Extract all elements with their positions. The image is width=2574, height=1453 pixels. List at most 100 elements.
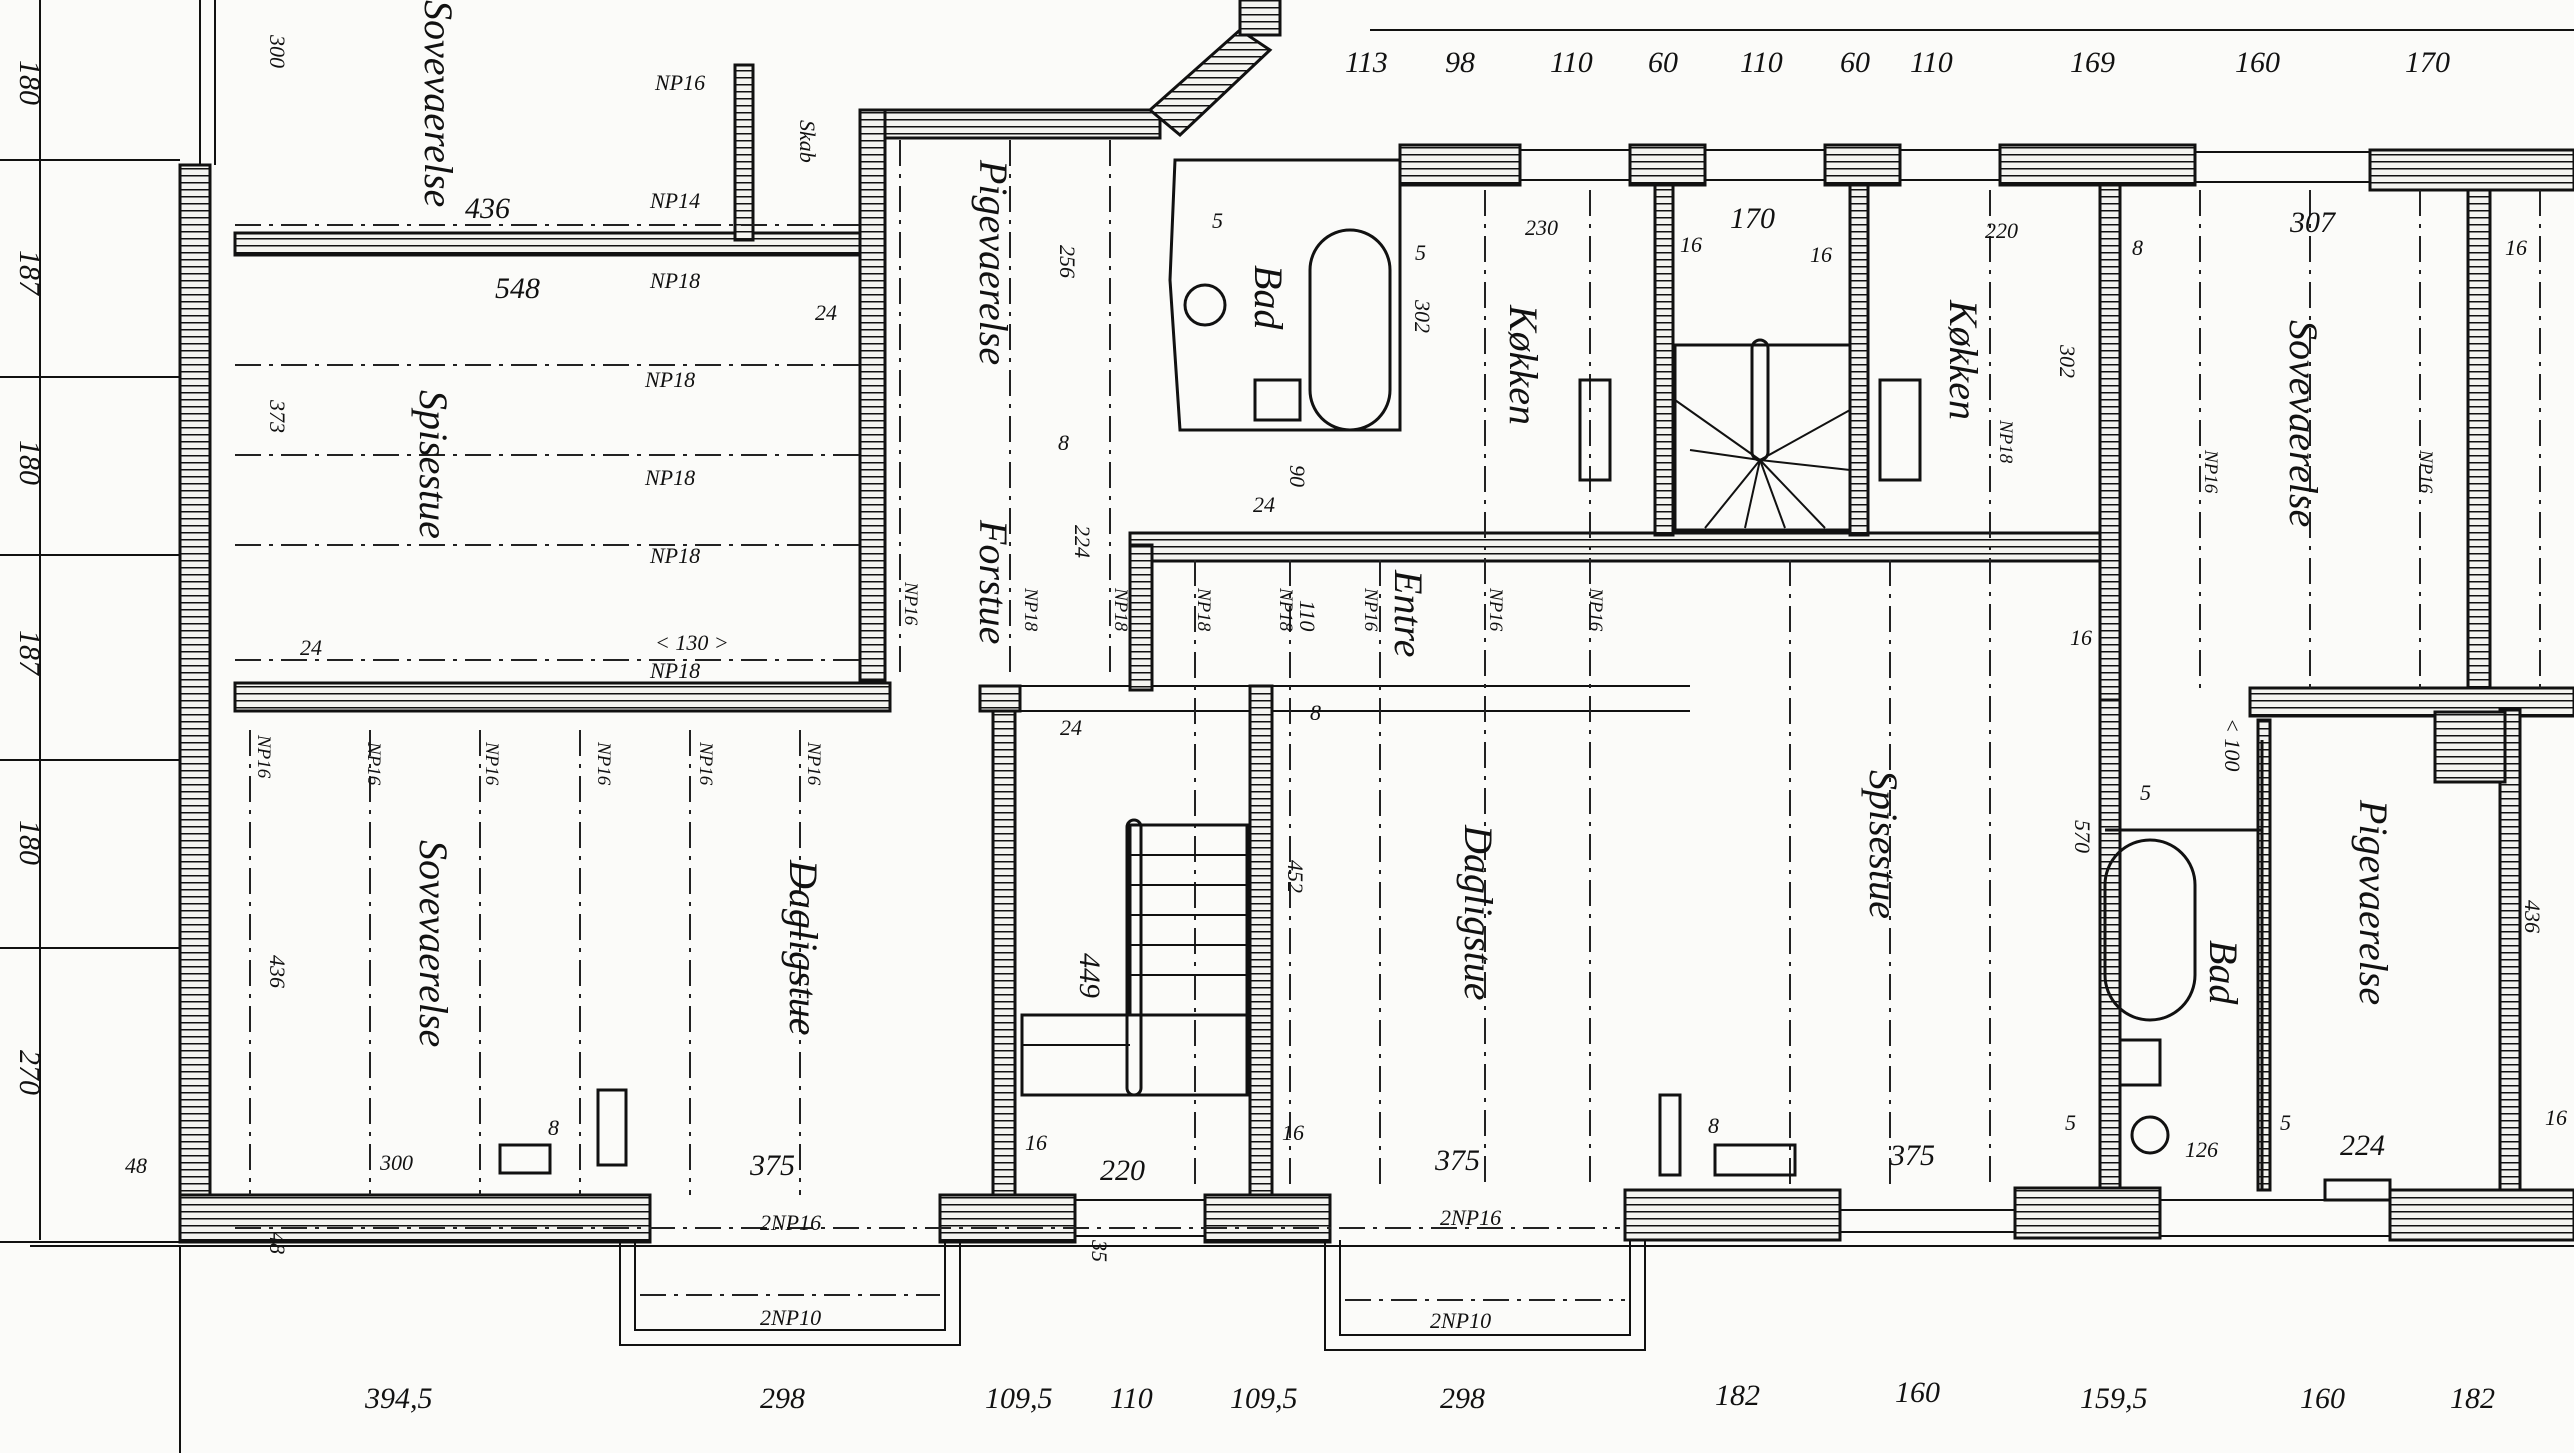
dim-16-e: 16 xyxy=(1282,1120,1304,1145)
beam-2np10-b: 2NP10 xyxy=(1430,1308,1491,1333)
dim-436-top: 436 xyxy=(465,192,510,225)
room-skab: Skab xyxy=(795,120,820,163)
wall-bad-left xyxy=(2098,698,2122,1202)
wall-stair-top-left xyxy=(1653,183,1675,537)
beam-2np16-a: 2NP16 xyxy=(760,1210,821,1235)
wall-middle-center xyxy=(978,684,1022,713)
beam-np16-m: NP16 xyxy=(2415,449,2436,494)
outer-wall-bottom-d xyxy=(1623,1188,1842,1242)
beam-np16-k: NP16 xyxy=(1585,587,1606,632)
bottom-dim-10: 160 xyxy=(2300,1382,2345,1415)
room-sovevaerelse-bottom: Sovevaerelse xyxy=(411,840,456,1047)
outer-wall-bottom-a xyxy=(178,1193,652,1244)
dim-548: 548 xyxy=(495,272,540,305)
walls xyxy=(178,0,2574,1244)
dim-436-bottom: 436 xyxy=(265,955,290,988)
dim-8-a: 8 xyxy=(1058,430,1069,455)
top-dimension-labels: 113 98 110 60 110 60 110 169 160 170 xyxy=(1345,46,2450,79)
room-dagligstue-right: Dagligstue xyxy=(1456,824,1501,1001)
top-dim-10: 170 xyxy=(2405,46,2450,79)
beam-np16-g: NP16 xyxy=(803,741,824,786)
room-sovevaerelse-right: Sovevaerelse xyxy=(2281,320,2326,527)
dim-100: < 100 xyxy=(2220,718,2245,771)
left-dimension-labels: 180 187 180 187 180 270 xyxy=(13,60,46,1095)
outer-wall-top-e xyxy=(2368,148,2574,192)
beam-np18-c: NP18 xyxy=(644,465,695,490)
outer-wall-bottom-c xyxy=(1203,1193,1332,1244)
beam-np18-i: NP18 xyxy=(1275,587,1296,632)
beam-np16-j: NP16 xyxy=(1485,587,1506,632)
dim-256: 256 xyxy=(1055,245,1080,278)
dim-110-entre: 110 xyxy=(1295,600,1320,631)
top-dim-8: 169 xyxy=(2070,46,2115,79)
wall-middle-right xyxy=(2248,686,2574,718)
dim-5-e: 5 xyxy=(2280,1110,2291,1135)
outer-wall-top-c xyxy=(1823,143,1902,187)
outer-wall-top-d xyxy=(1998,143,2197,187)
wall-skab-vertical xyxy=(733,63,755,242)
dim-16-c: 16 xyxy=(2505,235,2527,260)
beam-2np10-a: 2NP10 xyxy=(760,1305,821,1330)
bottom-dim-1: 394,5 xyxy=(364,1382,433,1415)
wall-middle-left xyxy=(233,681,892,713)
beam-np16-d: NP16 xyxy=(481,741,502,786)
wall-pige-vertical-left xyxy=(858,108,887,682)
wall-stair-top-right xyxy=(1848,183,1870,537)
beam-np16-b: NP16 xyxy=(253,734,274,779)
dim-8-b: 8 xyxy=(2132,235,2143,260)
dim-24-b: 24 xyxy=(300,635,322,660)
wall-stairwell-right xyxy=(1248,684,1274,1203)
room-entre: Entre xyxy=(1386,569,1431,657)
dim-5-d: 5 xyxy=(2065,1110,2076,1135)
room-labels: Sovevaerelse Skab Spisestue Pigevaerelse… xyxy=(411,0,2396,1047)
wall-kitchen-line xyxy=(1128,531,2122,563)
room-bad-right: Bad xyxy=(2201,940,2246,1005)
dim-24-a: 24 xyxy=(815,300,837,325)
dim-170: 170 xyxy=(1730,202,1775,235)
dim-48-b: 48 xyxy=(265,1232,290,1254)
beam-np18-e: NP18 xyxy=(649,658,700,683)
dim-130: < 130 > xyxy=(655,630,729,655)
bay-windows xyxy=(619,1240,1646,1351)
fixtures xyxy=(498,158,2392,1202)
dim-220-top: 220 xyxy=(1985,218,2018,243)
dim-16-a: 16 xyxy=(1680,232,1702,257)
dim-16-g: 16 xyxy=(2545,1105,2567,1130)
top-dim-1: 113 xyxy=(1345,46,1388,79)
dim-302-a: 302 xyxy=(1410,299,1435,333)
left-dim-1: 180 xyxy=(13,60,46,105)
top-dim-7: 110 xyxy=(1910,46,1953,79)
wall-top-pige xyxy=(858,108,1162,140)
bottom-dim-4: 110 xyxy=(1110,1382,1153,1415)
top-dim-9: 160 xyxy=(2235,46,2280,79)
outer-wall-bottom-f xyxy=(2388,1188,2574,1242)
dim-8-e: 8 xyxy=(1708,1113,1719,1138)
beam-np18-a: NP18 xyxy=(649,268,700,293)
room-bad-top: Bad xyxy=(1246,265,1291,330)
dim-449: 449 xyxy=(1073,953,1106,998)
beam-np18-b: NP18 xyxy=(644,367,695,392)
wall-stairwell-left xyxy=(991,709,1017,1203)
bottom-dim-2: 298 xyxy=(760,1382,805,1415)
room-forstue: Forstue xyxy=(971,519,1016,644)
outer-wall-bottom-b xyxy=(938,1193,1077,1244)
left-dim-2: 187 xyxy=(13,250,46,297)
wall-bad-right xyxy=(2256,718,2272,1192)
top-dim-5: 110 xyxy=(1740,46,1783,79)
bottom-dim-5: 109,5 xyxy=(1230,1382,1298,1415)
bottom-dim-7: 182 xyxy=(1715,1379,1760,1412)
wall-skab xyxy=(233,231,862,257)
dim-90: 90 xyxy=(1285,465,1310,487)
beam-np16-e: NP16 xyxy=(593,741,614,786)
dim-375-c: 375 xyxy=(1889,1139,1935,1172)
outer-wall-top-b xyxy=(1628,143,1707,187)
dim-16-f: 16 xyxy=(2070,625,2092,650)
dim-436-right: 436 xyxy=(2520,900,2545,933)
dim-300-bottom: 300 xyxy=(379,1150,413,1175)
beam-np16-h: NP16 xyxy=(900,581,921,626)
beam-np16-i: NP16 xyxy=(1360,587,1381,632)
dim-35: 35 xyxy=(1087,1239,1112,1262)
beam-2np16-b: 2NP16 xyxy=(1440,1205,1501,1230)
bottom-dim-9: 159,5 xyxy=(2080,1382,2148,1415)
beam-np16-f: NP16 xyxy=(695,741,716,786)
